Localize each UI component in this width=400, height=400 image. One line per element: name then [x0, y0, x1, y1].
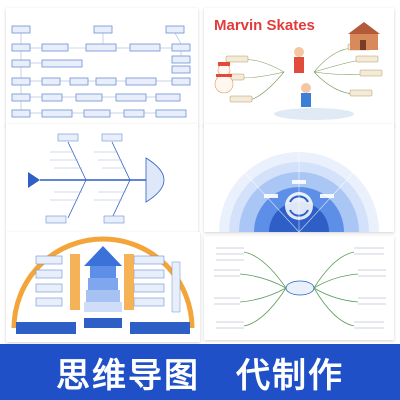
skaters-figure [274, 47, 354, 120]
radial-arc-thumbnail[interactable] [204, 124, 394, 232]
fishbone-thumbnail[interactable] [6, 124, 198, 232]
banner-right-title: 代制作 [236, 355, 344, 396]
banner-left-title: 思维导图 [56, 355, 200, 396]
house-figure [348, 22, 380, 50]
skates-mindmap-thumbnail[interactable]: Marvin Skates [204, 8, 394, 126]
tree-mindmap-thumbnail[interactable] [204, 236, 394, 340]
pyramid-diagram [6, 232, 200, 342]
pyramid-thumbnail[interactable] [6, 232, 200, 342]
flowchart-diagram [6, 8, 198, 126]
fishbone-diagram [6, 124, 198, 232]
bottom-banner: 思维导图 代制作 [0, 344, 400, 400]
radial-arc-diagram [204, 124, 394, 232]
tree-mindmap-diagram [204, 236, 394, 340]
snowman-figure [214, 62, 234, 94]
skates-title: Marvin Skates [214, 17, 315, 34]
flowchart-thumbnail[interactable] [6, 8, 198, 126]
skates-mindmap-illustration: Marvin Skates [204, 8, 394, 126]
